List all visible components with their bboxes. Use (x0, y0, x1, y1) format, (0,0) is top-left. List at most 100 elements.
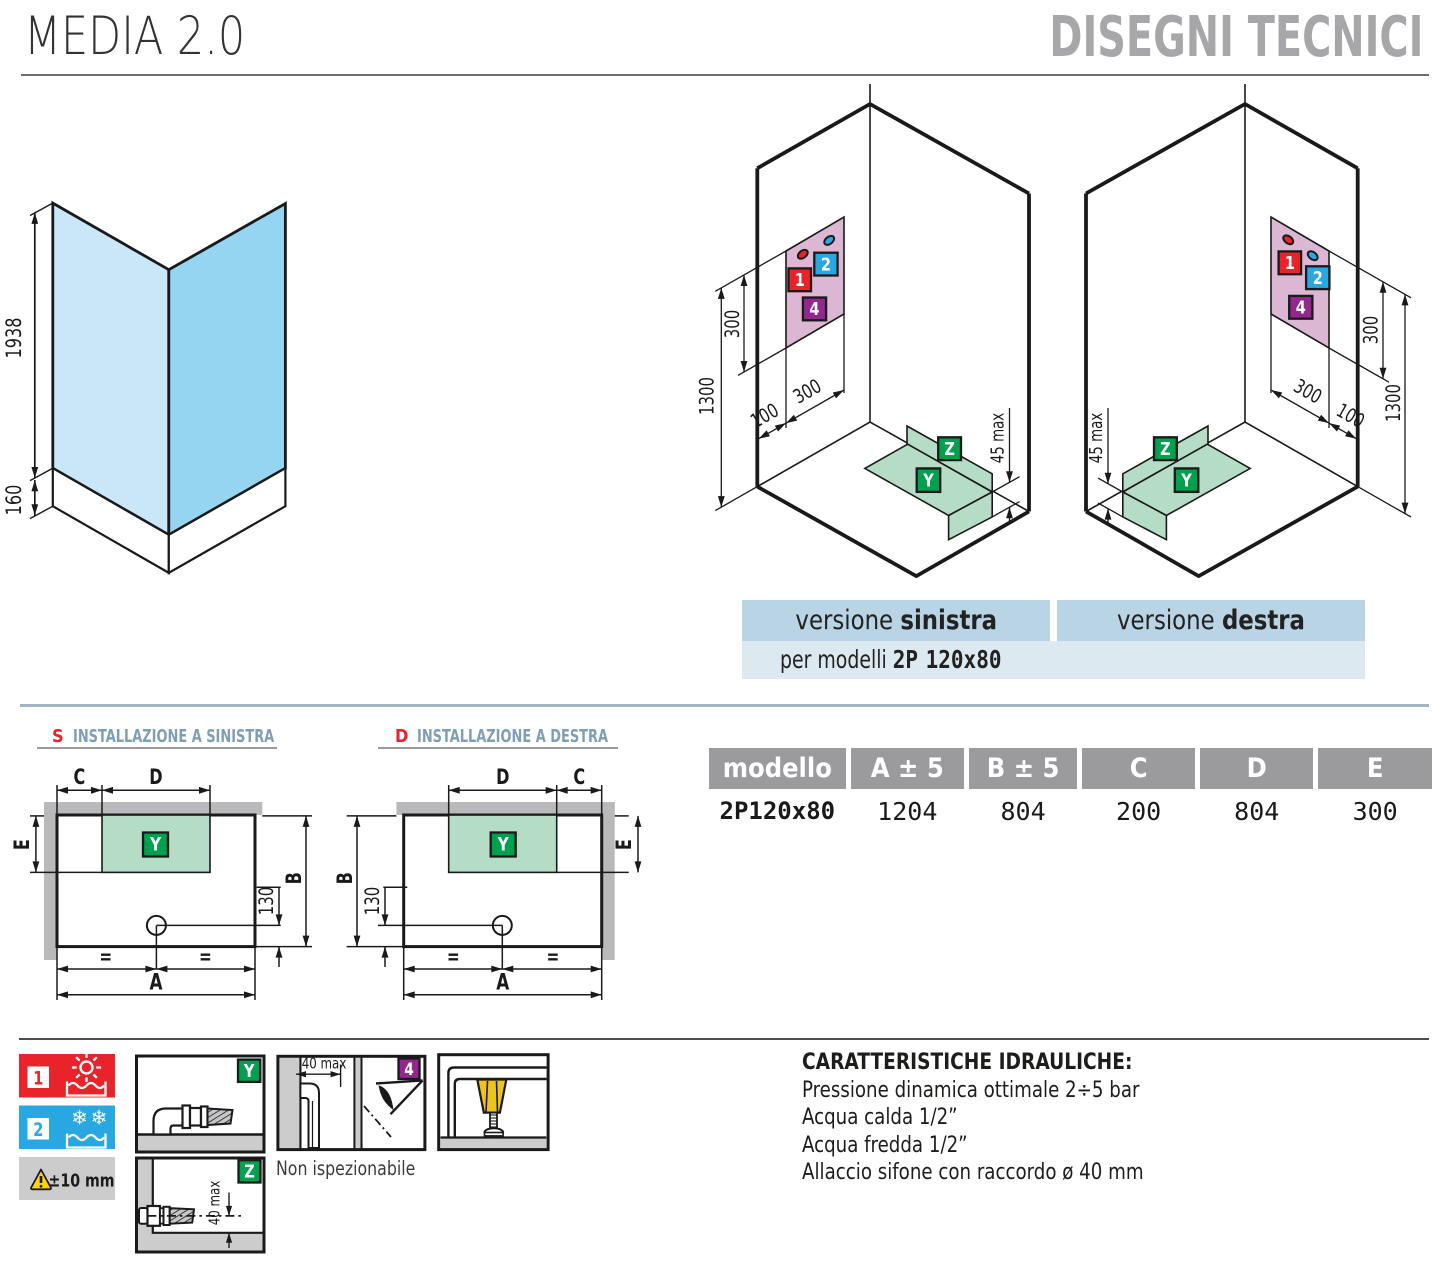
plan-marker-s: S (52, 726, 64, 747)
plan-tray-badge-left: Y (141, 831, 170, 858)
dim-45max-left: 45 max (987, 412, 1007, 463)
plan-dim-130-right: 130 (362, 887, 385, 915)
bottom-rule (19, 1037, 1429, 1040)
cell-c: 200 (1082, 789, 1196, 833)
plan-eq1-right: = (546, 946, 559, 969)
plan-dim-b-right: B (333, 872, 358, 884)
water-basin-icon (65, 1081, 107, 1097)
plan-underline-left (37, 747, 277, 749)
section-title: DISEGNI TECNICI (1049, 5, 1423, 70)
glass-height-dim: 1938 (2, 318, 27, 359)
cold-water-badge-right: 2 (1304, 265, 1331, 291)
hydraulics-title: CARATTERISTICHE IDRAULICHE: (802, 1049, 1133, 1075)
plan-dim-130-left: 130 (256, 887, 279, 915)
plan-eq2-left: = (199, 946, 212, 969)
spec-header-row: modello A ± 5 B ± 5 C D E (709, 747, 1432, 789)
plan-dim-e-right: E (612, 839, 637, 850)
plan-marker-d: D (395, 726, 409, 747)
hydraulics-line: Acqua fredda 1/2” (802, 1132, 968, 1158)
dim-1300-left: 1300 (696, 377, 719, 415)
spec-data-row: 2P120x80 1204 804 200 804 300 (709, 789, 1432, 833)
dim-300-left: 300 (722, 310, 745, 338)
plan-eq1-left: = (99, 946, 112, 969)
legend-tolerance: ±10 mm (49, 1171, 115, 1191)
cell-b: 804 (968, 789, 1078, 833)
plan-title-left: S INSTALLAZIONE A SINISTRA (52, 726, 324, 747)
col-b: B ± 5 (968, 747, 1078, 789)
cell-d: 804 (1200, 789, 1314, 833)
legend-y-badge: Y (236, 1058, 262, 1084)
plan-tray-badge-right: Y (489, 831, 517, 858)
plan-title-left-text: INSTALLAZIONE A SINISTRA (72, 726, 274, 747)
hydraulics-line: Acqua calda 1/2” (802, 1105, 958, 1131)
col-d: D (1200, 747, 1314, 789)
plan-eq2-right: = (447, 946, 460, 969)
hydraulics-line: Pressione dinamica ottimale 2÷5 bar (802, 1077, 1140, 1103)
sun-icon (71, 1052, 102, 1083)
tray-badge-left: Y (915, 467, 942, 494)
tray-badge-right-label: Y (1180, 471, 1192, 492)
plan-dim-a-right: A (496, 969, 510, 995)
version-left-bar: versione sinistra (742, 600, 1050, 641)
legend-cold-number: 2 (33, 1120, 43, 1142)
hydraulics-line: Allaccio sifone con raccordo ø 40 mm (802, 1160, 1144, 1186)
drain-badge-left: Z (937, 436, 963, 462)
plan-wall-top-left (44, 802, 263, 815)
hot-water-badge-left: 1 (787, 267, 813, 293)
cold-water-badge-right-label: 2 (1313, 268, 1323, 289)
plan-tray-badge-right-label: Y (497, 834, 509, 856)
outlet-badge-right: 4 (1288, 294, 1314, 320)
version-right-label: versione destra (1116, 605, 1305, 636)
dim-1300-right: 1300 (1383, 384, 1406, 422)
cell-a: 1204 (850, 789, 964, 833)
col-modello: modello (709, 747, 846, 789)
water-basin-icon (65, 1133, 107, 1149)
plan-dim-c-left: C (74, 765, 86, 790)
version-left-label: versione sinistra (795, 605, 997, 636)
plan-wall-side-right (601, 802, 615, 960)
plan-wall-side-left (44, 802, 57, 960)
dim-45max-right: 45 max (1086, 412, 1106, 463)
legend-wall-dim: 40 max (302, 1056, 347, 1073)
legend-z-badge: Z (237, 1159, 262, 1184)
plan-wall-top-right (396, 802, 615, 815)
header-rule (21, 73, 1429, 76)
hot-water-badge-left-label: 1 (795, 270, 805, 291)
outlet-badge-left: 4 (801, 296, 828, 322)
spec-table: modello A ± 5 B ± 5 C D E 2P120x80 1204 … (704, 747, 1437, 833)
snowflake-icon: ❄ (71, 1106, 88, 1130)
drain-badge-left-label: Z (944, 439, 955, 460)
legend-z-dim: 40 max (207, 1180, 224, 1225)
glass-tray-dim: 160 (2, 485, 27, 516)
cold-water-badge-left-label: 2 (821, 255, 831, 276)
legend-color-boxes: 12❄❄±10 mm (19, 1052, 115, 1200)
drain-badge-right-label: Z (1160, 439, 1171, 460)
hot-water-badge-right-label: 1 (1285, 253, 1295, 274)
plan-dim-d-right: D (496, 765, 509, 790)
plan-dim-e-left: E (10, 839, 35, 850)
plan-dim-c-right: C (573, 765, 585, 790)
col-c: C (1082, 747, 1196, 789)
plan-dim-a-left: A (149, 969, 163, 995)
dim-300-right: 300 (1360, 316, 1383, 344)
cell-model: 2P120x80 (709, 789, 846, 833)
plan-dim-b-left: B (282, 872, 307, 884)
legend-z-badge-label: Z (244, 1162, 255, 1183)
tolerance-legend-box (19, 1157, 115, 1200)
glass-enclosure-drawing: 1938 160 (2, 200, 287, 575)
legend-four-badge: 4 (397, 1057, 421, 1081)
middle-rule (20, 704, 1429, 707)
col-a: A ± 5 (850, 747, 964, 789)
tray-badge-left-label: Y (922, 471, 934, 492)
plan-underline-right (378, 747, 618, 749)
warning-icon (30, 1168, 52, 1191)
plan-dim-d-left: D (149, 765, 162, 790)
tray-badge-right: Y (1173, 467, 1200, 494)
col-e: E (1318, 747, 1432, 789)
tray-band-right (167, 466, 287, 575)
